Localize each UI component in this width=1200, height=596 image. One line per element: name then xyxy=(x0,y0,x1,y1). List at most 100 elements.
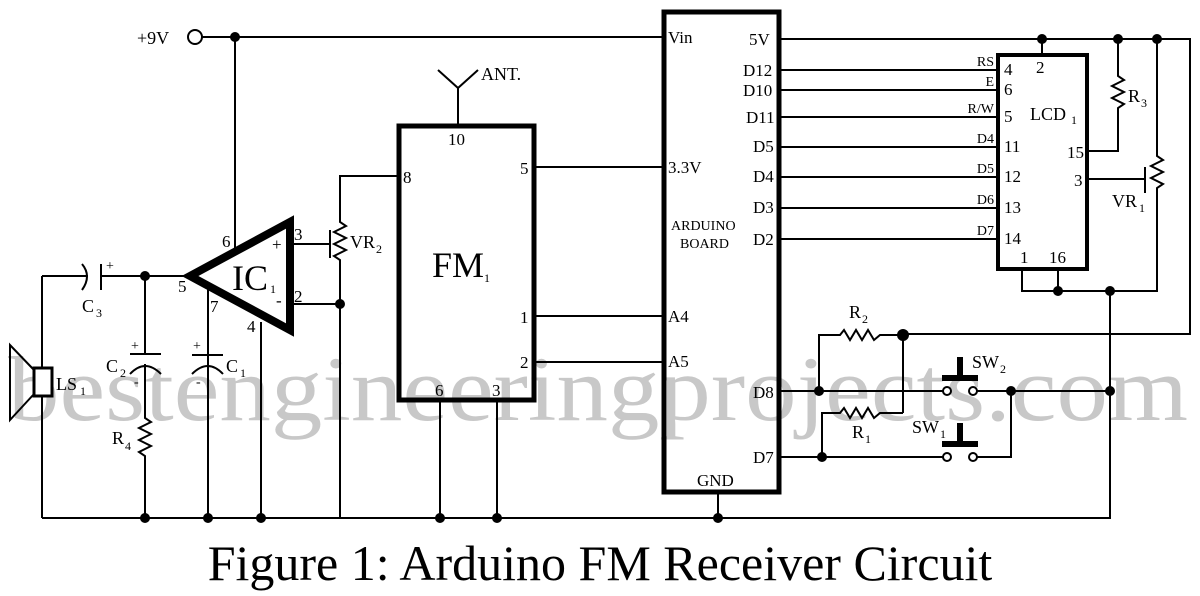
c1-curved-plate xyxy=(191,365,224,375)
vr1-body xyxy=(1148,39,1166,195)
svg-text:5: 5 xyxy=(1004,107,1013,126)
svg-text:A5: A5 xyxy=(668,352,689,371)
svg-text:+: + xyxy=(131,339,139,354)
svg-text:-: - xyxy=(276,291,282,310)
svg-text:7: 7 xyxy=(210,297,219,316)
ic1-label: IC xyxy=(232,258,268,298)
sw2-label: SW xyxy=(972,352,999,372)
svg-text:D12: D12 xyxy=(743,61,772,80)
svg-text:5: 5 xyxy=(520,159,529,178)
svg-text:1: 1 xyxy=(1020,248,1029,267)
svg-text:D5: D5 xyxy=(753,137,774,156)
svg-text:3: 3 xyxy=(1074,171,1083,190)
sw2-actuator xyxy=(942,375,978,381)
svg-text:16: 16 xyxy=(1049,248,1066,267)
r1-resistor xyxy=(821,406,903,457)
svg-text:11: 11 xyxy=(1004,137,1020,156)
fm1-label: FM xyxy=(432,245,484,285)
r3-body xyxy=(1087,39,1127,152)
svg-text:1: 1 xyxy=(1071,113,1077,127)
fm1-box xyxy=(396,123,537,403)
sw1-actuator xyxy=(942,441,978,447)
r4-resistor xyxy=(136,364,154,518)
arduino-board: ARDUINO BOARD Vin 3.3V A4 A5 GND 5V D12 … xyxy=(661,9,782,518)
ic1-amplifier: IC 1 6 3 2 5 7 4 + - xyxy=(178,215,340,518)
svg-text:1: 1 xyxy=(1139,201,1145,215)
svg-text:D4: D4 xyxy=(977,132,994,147)
vr2-label: VR xyxy=(350,232,375,252)
lcd1-label: LCD xyxy=(1030,104,1066,124)
c1-capacitor: + - C 1 xyxy=(191,339,246,390)
vr1-potentiometer: VR 1 xyxy=(1087,39,1166,215)
svg-text:D2: D2 xyxy=(753,230,774,249)
svg-text:+: + xyxy=(193,339,201,354)
svg-text:3.3V: 3.3V xyxy=(668,158,702,177)
svg-text:+: + xyxy=(272,235,282,254)
c2-r4-branch: + - C 2 R 4 xyxy=(106,276,162,518)
svg-text:8: 8 xyxy=(403,168,412,187)
svg-text:RS: RS xyxy=(977,55,994,70)
svg-text:A4: A4 xyxy=(668,307,689,326)
vr1-label: VR xyxy=(1112,191,1137,211)
svg-text:3: 3 xyxy=(294,225,303,244)
svg-text:E: E xyxy=(985,75,994,90)
svg-text:4: 4 xyxy=(1004,60,1013,79)
supply-9v: +9V xyxy=(137,28,664,248)
c2-label: C xyxy=(106,356,118,376)
svg-text:-: - xyxy=(134,375,139,390)
antenna-icon xyxy=(437,69,479,90)
svg-text:+: + xyxy=(106,259,114,274)
c1-label: C xyxy=(226,356,238,376)
junction xyxy=(335,299,345,309)
svg-text:2: 2 xyxy=(294,287,303,306)
supply-terminal xyxy=(187,29,203,45)
supply-label: +9V xyxy=(137,28,169,48)
ls1-label: LS xyxy=(56,374,77,394)
svg-text:6: 6 xyxy=(435,381,444,400)
svg-text:1: 1 xyxy=(484,271,490,285)
r4-label: R xyxy=(112,428,124,448)
r1-label: R xyxy=(852,422,864,442)
svg-text:D8: D8 xyxy=(753,383,774,402)
lcd1-box xyxy=(996,53,1089,271)
svg-text:10: 10 xyxy=(448,130,465,149)
svg-text:14: 14 xyxy=(1004,229,1022,248)
wire-ground xyxy=(42,290,1111,519)
lcd-data-bus: RS E R/W D4 D5 D6 D7 xyxy=(779,55,998,240)
antenna-label: ANT. xyxy=(481,64,521,84)
arduino-label-1: ARDUINO xyxy=(671,219,736,234)
svg-text:5V: 5V xyxy=(749,30,771,49)
rail-5v xyxy=(779,34,1191,335)
svg-text:GND: GND xyxy=(697,471,734,490)
svg-text:2: 2 xyxy=(1036,58,1045,77)
svg-text:D3: D3 xyxy=(753,198,774,217)
svg-text:D11: D11 xyxy=(746,108,775,127)
svg-text:15: 15 xyxy=(1067,143,1084,162)
r3-resistor: R 3 xyxy=(1087,39,1147,152)
svg-text:D10: D10 xyxy=(743,81,772,100)
c3-curved-plate xyxy=(81,263,88,291)
speaker-coil xyxy=(32,366,54,398)
svg-text:6: 6 xyxy=(1004,80,1013,99)
figure-title: Figure 1: Arduino FM Receiver Circuit xyxy=(208,535,993,591)
vr2-potentiometer: VR 2 xyxy=(329,175,399,518)
svg-text:1: 1 xyxy=(80,384,86,398)
vr2-body xyxy=(331,175,399,518)
fm1-module: FM 1 ANT. 10 8 5 1 2 6 3 xyxy=(396,64,664,518)
svg-text:2: 2 xyxy=(120,366,126,380)
svg-text:Vin: Vin xyxy=(668,28,693,47)
svg-text:1: 1 xyxy=(940,427,946,441)
ls1-speaker: LS 1 xyxy=(9,276,86,518)
sw1-label: SW xyxy=(912,417,939,437)
svg-text:2: 2 xyxy=(376,242,382,256)
svg-text:2: 2 xyxy=(862,312,868,326)
svg-text:3: 3 xyxy=(1141,96,1147,110)
svg-text:5: 5 xyxy=(178,277,187,296)
svg-text:12: 12 xyxy=(1004,167,1021,186)
svg-text:D7: D7 xyxy=(753,448,774,467)
svg-text:D7: D7 xyxy=(977,224,994,239)
svg-text:1: 1 xyxy=(865,432,871,446)
svg-text:6: 6 xyxy=(222,232,231,251)
svg-text:2: 2 xyxy=(520,353,529,372)
